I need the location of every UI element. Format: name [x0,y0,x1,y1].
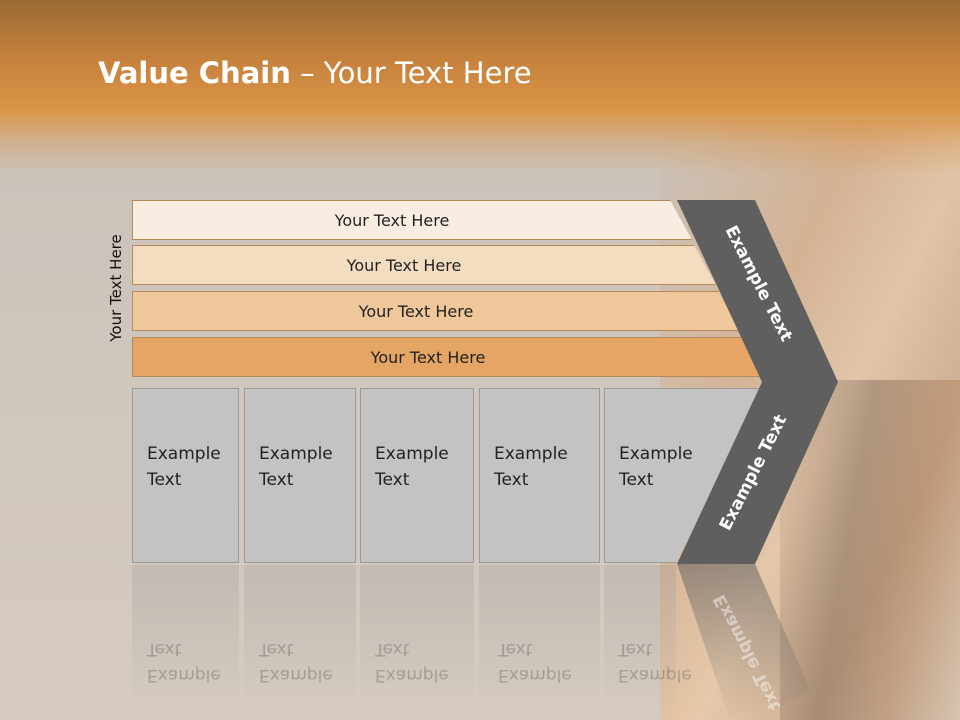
slide-title-bold: Value Chain [98,56,291,90]
example-box-1-line2: Text [147,470,182,490]
example-box-5-line2: Text [619,470,654,490]
bar-3: Your Text Here [132,291,740,331]
example-box-5-line1: Example [619,444,693,464]
bar-4: Your Text Here [132,337,764,377]
example-box-1-line1: Example [147,444,221,464]
example-box-2: Example Text [244,388,356,563]
example-box-3-line2: Text [375,470,410,490]
bar-3-label: Your Text Here [358,301,474,321]
example-box-4: Example Text [479,388,600,563]
example-box-2-line1: Example [259,444,333,464]
bar-4-label: Your Text Here [370,347,486,367]
bar-1: Your Text Here [132,200,692,240]
bar-2: Your Text Here [132,245,716,285]
chevron-shape [677,200,838,564]
slide-title: Value Chain – Your Text Here [98,56,532,90]
example-box-4-line1: Example [494,444,568,464]
example-box-3-line1: Example [375,444,449,464]
example-box-1: Example Text [132,388,239,563]
slide-title-rest: – Your Text Here [290,56,532,90]
example-box-3: Example Text [360,388,474,563]
example-box-2-line2: Text [259,470,294,490]
header-band [0,0,960,175]
bar-2-label: Your Text Here [346,255,462,275]
example-box-4-line2: Text [494,470,529,490]
bar-1-label: Your Text Here [334,210,450,230]
chevron-reflection [677,564,810,720]
